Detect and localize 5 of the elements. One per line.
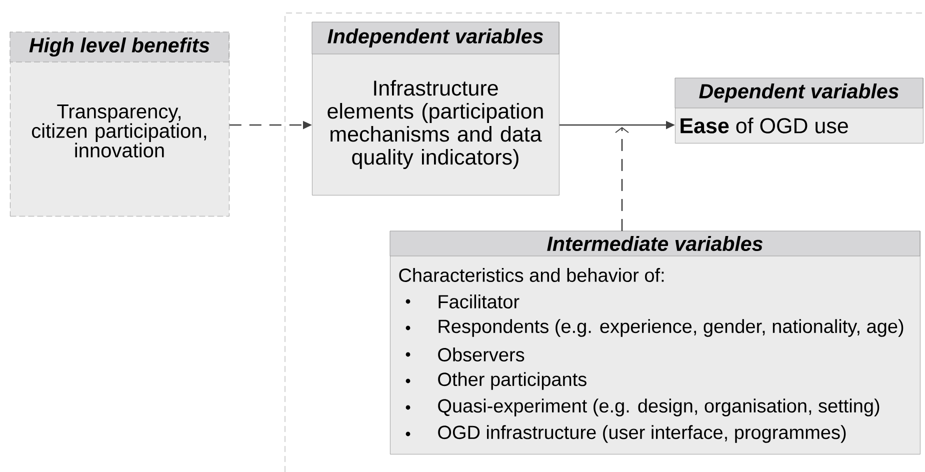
variables-box: Independent variables Infrastructure elements (participation mechanisms and data quality indicators) — [312, 22, 560, 196]
arrow — [615, 127, 629, 231]
variables-box: Dependent variables Ease of OGD use — [674, 78, 924, 144]
variables-box: Intermediate variables Characteristics and behavior of: Facilitator Respondents (e.g. experience, gender, nationality, age) Observers Other participants Quasi-experiment (e.g. design, organisation, setting) OGD infrastructure (user interface, programmes) — [390, 230, 920, 454]
benefits-box: High level benefits Transparency, citizen participation, innovation — [10, 32, 230, 216]
